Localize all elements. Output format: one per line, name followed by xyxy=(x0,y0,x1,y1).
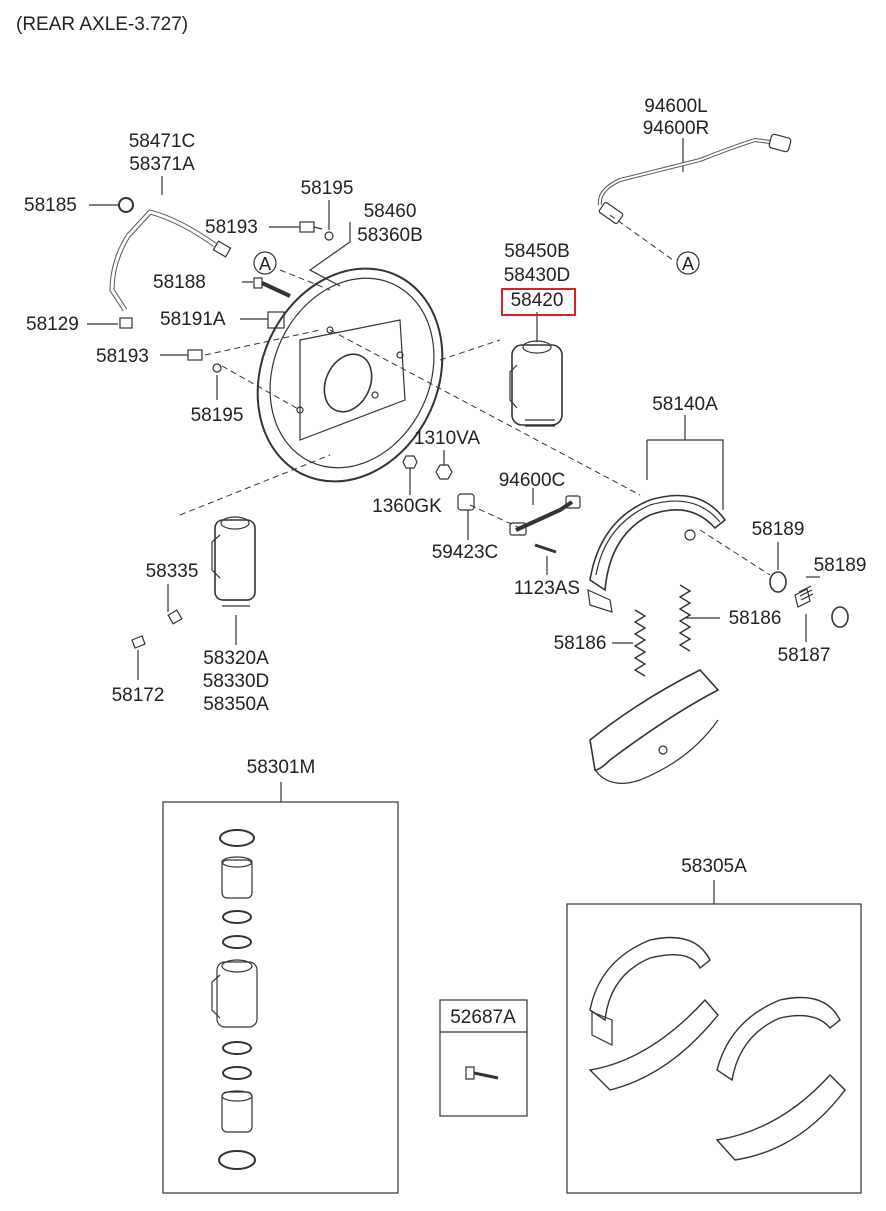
bleeder-cap xyxy=(118,197,134,213)
part-label[interactable]: 58186 xyxy=(553,633,607,654)
spring-58187 xyxy=(794,585,814,608)
brake-shoe-upper xyxy=(589,494,727,592)
part-label[interactable]: 58320A xyxy=(203,648,269,669)
part-label-highlighted[interactable]: 58420 xyxy=(510,290,564,311)
part-label[interactable]: 58305A xyxy=(681,856,747,877)
part-label[interactable]: 58193 xyxy=(96,346,149,367)
ref-marker-a: A xyxy=(682,254,694,274)
spring-58186 xyxy=(633,609,647,677)
part-label[interactable]: 59423C xyxy=(431,542,499,563)
backing-plate xyxy=(256,267,444,483)
diagram-title: (REAR AXLE-3.727) xyxy=(16,14,189,35)
part-label[interactable]: 58193 xyxy=(205,217,258,238)
part-label[interactable]: 52687A xyxy=(450,1007,516,1028)
part-label[interactable]: 58195 xyxy=(190,405,244,426)
washer-58189 xyxy=(831,606,849,628)
part-label[interactable]: 58350A xyxy=(203,694,269,715)
wheel-cylinder-58420 xyxy=(511,344,563,426)
part-label[interactable]: 58185 xyxy=(24,195,77,216)
part-label[interactable]: 94600L xyxy=(644,96,708,117)
bolt-58193 xyxy=(299,221,315,233)
abs-cable xyxy=(597,137,771,206)
part-label[interactable]: 58360B xyxy=(357,225,423,246)
ref-marker-circle xyxy=(253,251,277,275)
spring-58186 xyxy=(678,584,692,652)
part-label[interactable]: 94600R xyxy=(642,118,710,139)
washer-58189 xyxy=(769,571,787,593)
part-label[interactable]: 58189 xyxy=(813,555,867,576)
part-label[interactable]: 1310VA xyxy=(413,428,481,449)
bushing-59423C xyxy=(457,493,475,511)
ref-marker-circle xyxy=(676,251,700,275)
part-label[interactable]: 58330D xyxy=(202,671,270,692)
part-label[interactable]: 58335 xyxy=(145,561,199,582)
kit-box-58301M xyxy=(162,801,399,1194)
leader-line xyxy=(647,439,724,510)
part-label[interactable]: 58186 xyxy=(728,608,782,629)
kit-box-52687A xyxy=(439,999,528,1117)
part-label[interactable]: 58189 xyxy=(751,519,805,540)
part-label[interactable]: 1360GK xyxy=(372,496,442,517)
part-label[interactable]: 58187 xyxy=(777,645,831,666)
fitting xyxy=(119,317,133,329)
part-label[interactable]: 58430D xyxy=(503,265,571,286)
part-label[interactable]: 58129 xyxy=(26,314,79,335)
part-label[interactable]: 58450B xyxy=(504,241,570,262)
part-label[interactable]: 58172 xyxy=(111,685,165,706)
brake-shoe-lower xyxy=(589,669,720,771)
part-label[interactable]: 58471C xyxy=(128,131,196,152)
part-label[interactable]: 58460 xyxy=(363,201,417,222)
part-label[interactable]: 58195 xyxy=(300,178,354,199)
kit-box-58305A xyxy=(566,903,862,1194)
wheel-cylinder-58320A xyxy=(214,519,256,601)
ref-marker-a: A xyxy=(259,254,271,274)
highlight-box xyxy=(501,288,576,316)
part-label[interactable]: 58140A xyxy=(652,394,718,415)
part-label[interactable]: 58371A xyxy=(129,154,195,175)
part-label[interactable]: 1123AS xyxy=(513,578,581,599)
part-label[interactable]: 58188 xyxy=(153,272,206,293)
part-label[interactable]: 58191A xyxy=(160,309,226,330)
part-label[interactable]: 58301M xyxy=(246,757,316,778)
part-label[interactable]: 94600C xyxy=(498,470,566,491)
brake-pipe xyxy=(109,209,217,312)
pin-58188 xyxy=(253,277,263,289)
